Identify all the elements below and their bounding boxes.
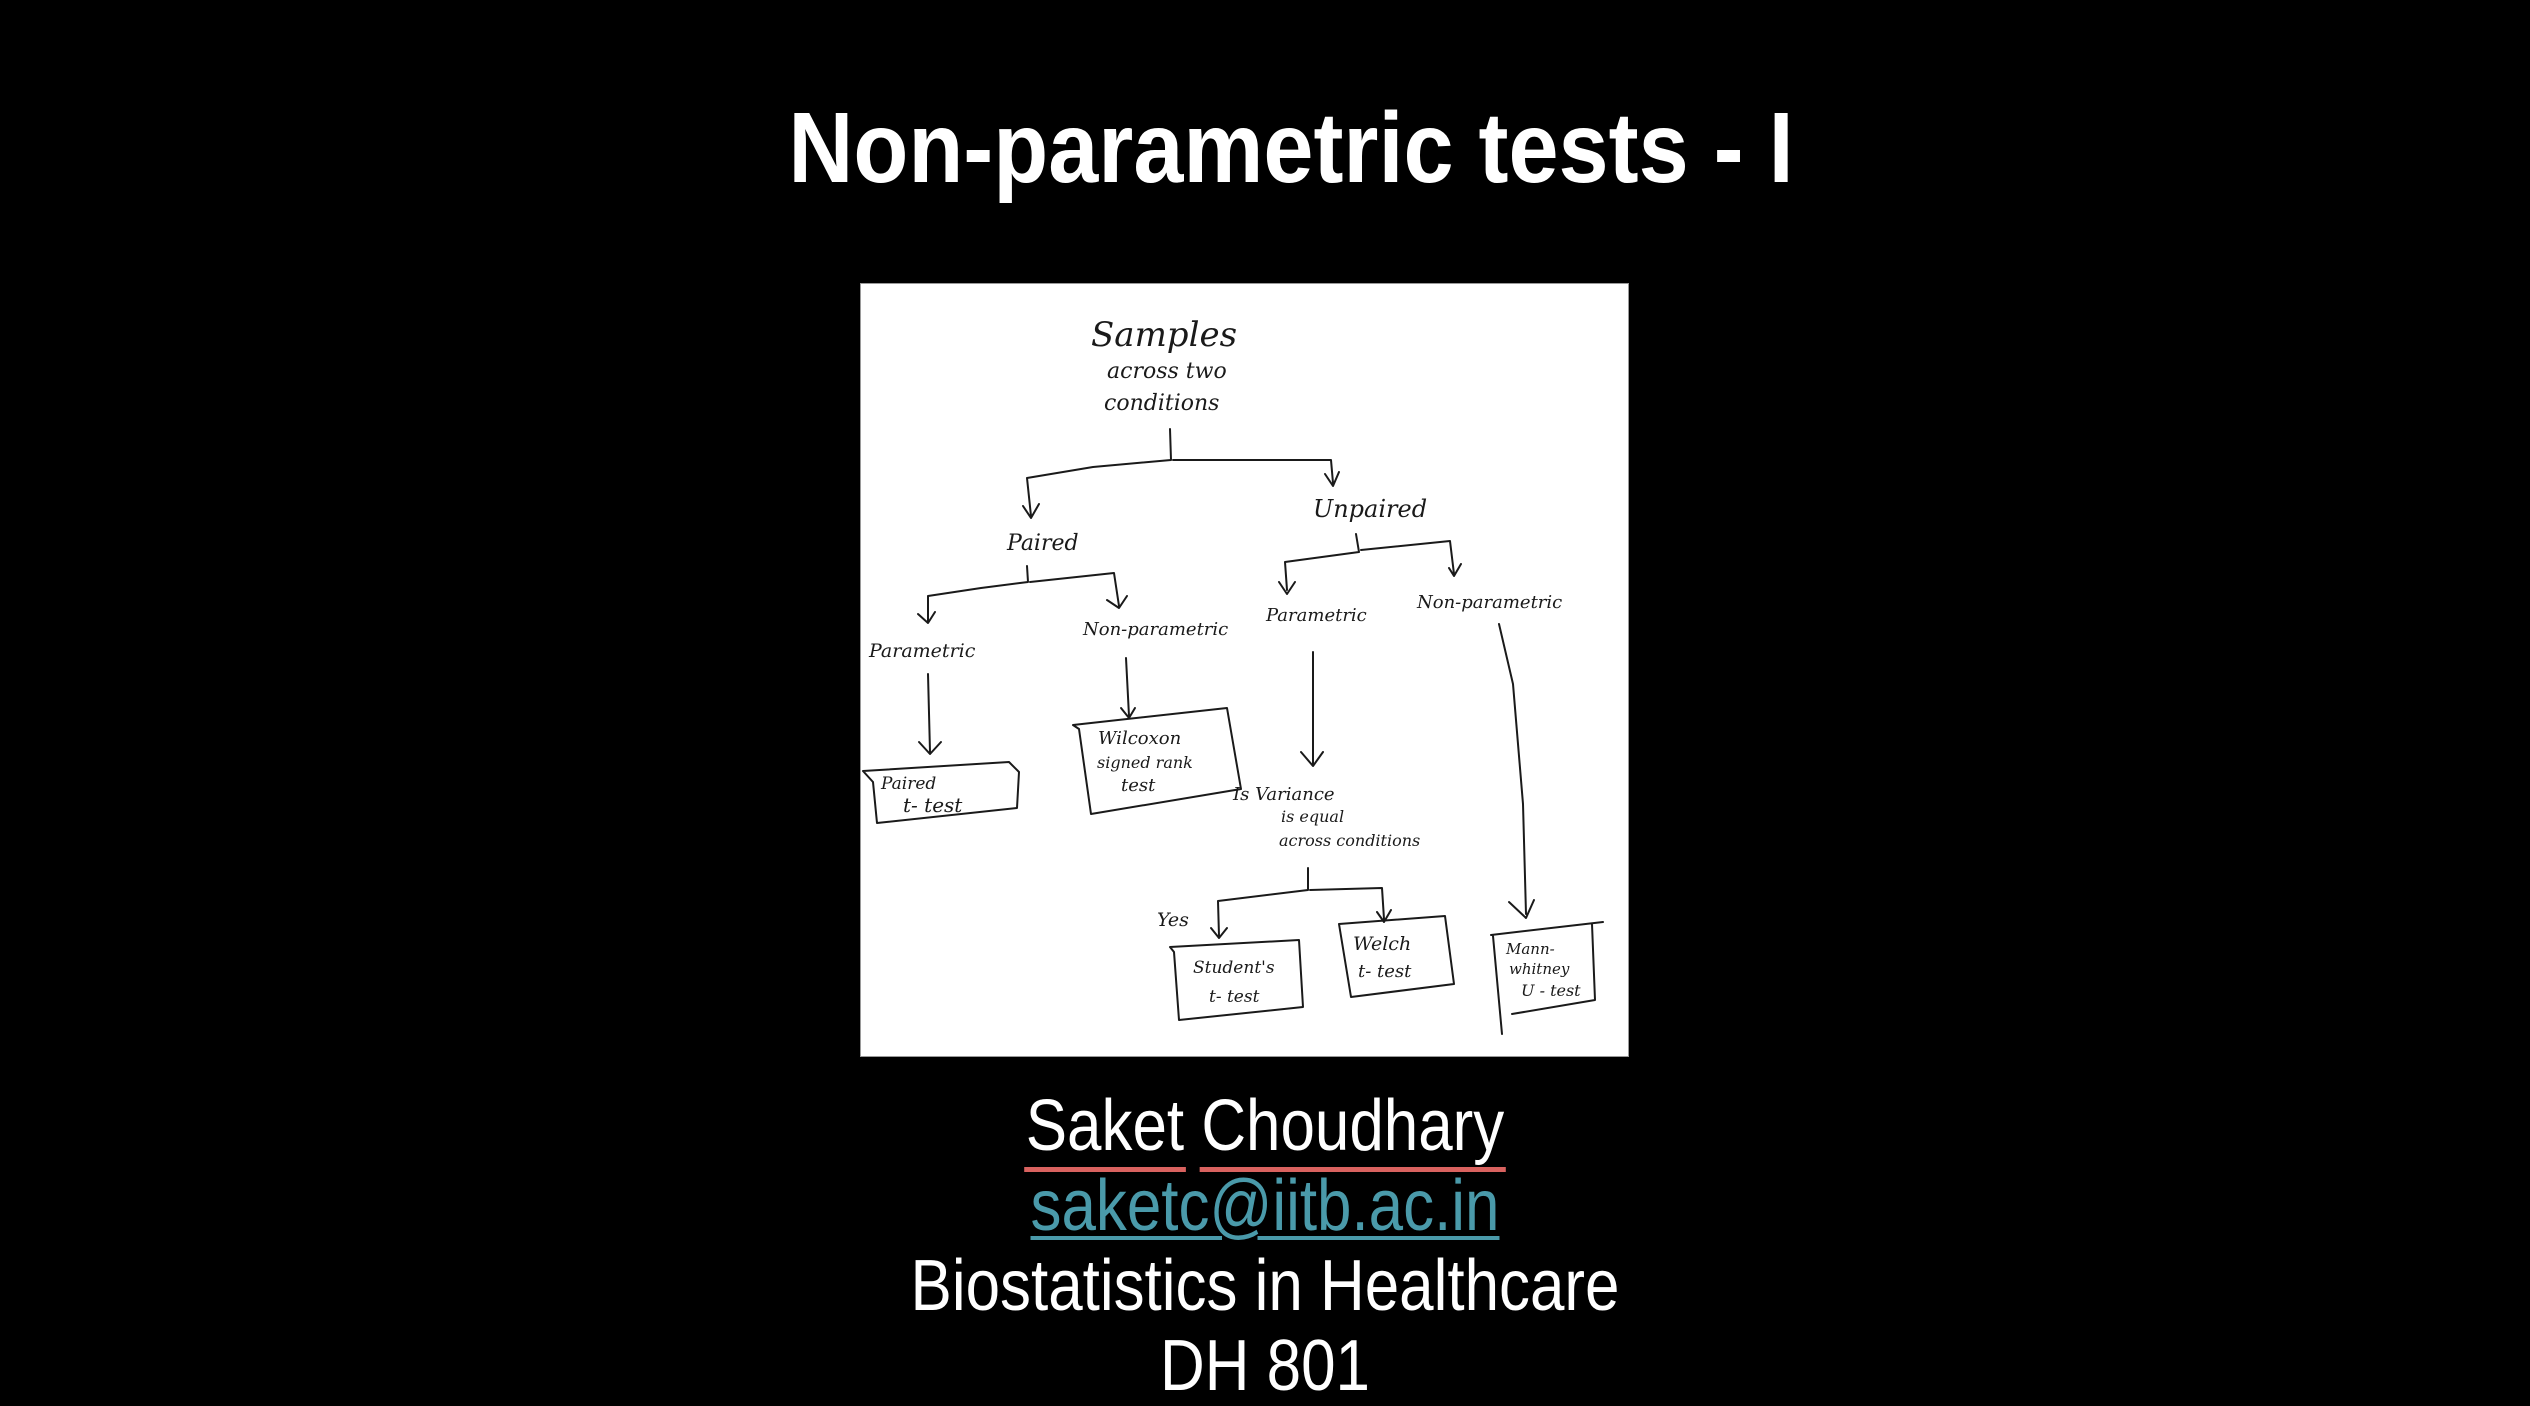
unpaired-parametric-arrow	[1300, 651, 1324, 767]
variance-question-line3: across conditions	[1279, 831, 1420, 850]
paired-non-parametric-label: Non-parametric	[1082, 619, 1228, 640]
decision-tree-drawing: Samples across two conditions Paired Par…	[862, 315, 1604, 1035]
wilcoxon-line2: signed rank	[1097, 753, 1193, 772]
wilcoxon-line3: test	[1121, 775, 1156, 796]
students-t-test-line1: Student's	[1193, 958, 1275, 978]
wilcoxon-line1: Wilcoxon	[1098, 728, 1181, 749]
welch-t-test-box	[1338, 915, 1455, 998]
variance-question-line1: Is Variance	[1232, 784, 1335, 805]
course-name: Biostatistics in Healthcare	[910, 1246, 1620, 1326]
unpaired-label: Unpaired	[1313, 495, 1427, 523]
email-line: saketc@iitb.ac.in	[177, 1166, 2353, 1246]
decision-tree-diagram: Samples across two conditions Paired Par…	[860, 283, 1629, 1057]
yes-label: Yes	[1157, 909, 1189, 931]
unpaired-non-parametric-label: Non-parametric	[1416, 592, 1562, 613]
welch-t-test-line2: t- test	[1358, 961, 1412, 982]
paired-connector	[917, 565, 1128, 624]
root-sublabel-2: conditions	[1104, 391, 1219, 416]
mann-whitney-line1: Mann-	[1505, 940, 1555, 958]
unpaired-parametric-label: Parametric	[1265, 605, 1367, 626]
students-t-test-box	[1169, 939, 1304, 1021]
author-last-name: Choudhary	[1199, 1086, 1507, 1172]
mann-whitney-line2: whitney	[1509, 960, 1570, 978]
root-sublabel-1: across two	[1107, 359, 1227, 384]
wilcoxon-arrow	[1120, 657, 1136, 719]
author-name: Saket Choudhary	[1024, 1086, 1507, 1172]
paired-t-test-line1: Paired	[880, 774, 936, 794]
unpaired-connector	[1278, 533, 1462, 595]
course-code: DH 801	[1160, 1326, 1370, 1406]
mann-whitney-arrow	[1498, 623, 1535, 919]
author-email-link[interactable]: saketc@iitb.ac.in	[1030, 1166, 1500, 1246]
paired-parametric-arrow	[918, 673, 942, 755]
students-t-test-line2: t- test	[1209, 987, 1260, 1007]
author-first-name: Saket	[1024, 1086, 1186, 1172]
author-line: Saket Choudhary	[177, 1086, 2353, 1172]
variance-question-line2: is equal	[1281, 807, 1344, 826]
paired-t-test-line2: t- test	[903, 793, 963, 817]
variance-connector	[1210, 867, 1392, 939]
slide-title: Non-parametric tests - I	[788, 92, 1794, 204]
paired-label: Paired	[1006, 531, 1079, 556]
mann-whitney-line3: U - test	[1521, 981, 1581, 1000]
paired-parametric-label: Parametric	[868, 640, 976, 662]
root-label: Samples	[1091, 315, 1237, 355]
welch-t-test-line1: Welch	[1353, 933, 1411, 955]
root-connector	[1022, 428, 1340, 519]
wilcoxon-box	[1072, 707, 1242, 815]
paired-t-test-box	[862, 761, 1020, 824]
mann-whitney-box	[1490, 921, 1604, 1035]
